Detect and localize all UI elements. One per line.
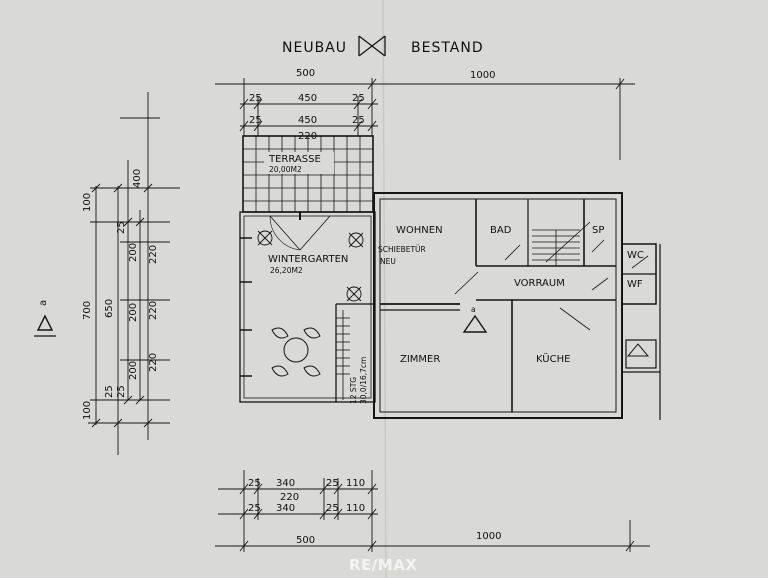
left-col-a-top: 100	[82, 193, 93, 212]
bottom-dimension-lines	[215, 470, 650, 552]
top-seg2-a: 25	[249, 115, 262, 126]
inner-section-marker: a	[462, 305, 488, 333]
sliding-door-sub: NEU	[380, 257, 396, 266]
bottom-seg2-a: 25	[248, 503, 261, 514]
bestand-walls	[373, 192, 661, 420]
legend-neubau: NEUBAU	[282, 40, 347, 56]
bowtie-symbol	[358, 35, 386, 57]
svg-text:a: a	[38, 300, 49, 306]
left-col-c-2: 220	[148, 301, 159, 320]
room-wf: WF	[627, 279, 643, 290]
top-seg1-c: 25	[352, 93, 365, 104]
left-col-a-mid: 25	[104, 385, 115, 398]
left-subtotal: 650	[104, 299, 115, 318]
left-col-b-2: 200	[128, 243, 139, 262]
room-vorraum: VORRAUM	[514, 278, 565, 289]
room-bad: BAD	[490, 225, 512, 236]
room-wc: WC	[627, 250, 644, 261]
room-zimmer: ZIMMER	[400, 354, 440, 365]
top-seg2-b: 450	[298, 115, 317, 126]
top-seg1-b: 450	[298, 93, 317, 104]
left-col-c-3: 220	[148, 353, 159, 372]
stair-dimension-label: 30,0/16,7cm	[359, 357, 368, 404]
paper-fold	[382, 0, 387, 578]
remax-logo: RE/MAX	[349, 556, 417, 574]
bottom-seg2-c: 25	[326, 503, 339, 514]
top-neubau-width: 500	[296, 68, 315, 79]
legend-bestand: BESTAND	[411, 40, 484, 56]
door-swings	[454, 239, 649, 331]
bottom-seg2-b: 340	[276, 503, 295, 514]
terrace-area: 20,00M2	[269, 165, 302, 174]
room-wohnen: WOHNEN	[396, 225, 443, 236]
left-total: 700	[82, 301, 93, 320]
terrace-label: TERRASSE	[268, 154, 321, 165]
bottom-seg1-b: 340	[276, 478, 295, 489]
left-outer-top: 400	[132, 169, 143, 188]
bottom-seg1-d: 110	[346, 478, 365, 489]
terrace-grid	[242, 135, 374, 213]
wintergarten-area: 26,20M2	[270, 266, 303, 275]
top-bestand-width: 1000	[470, 70, 495, 81]
bottom-bestand-width: 1000	[476, 531, 501, 542]
bottom-neubau-width: 500	[296, 535, 315, 546]
stair-steps	[336, 310, 350, 400]
left-col-c-1: 220	[148, 245, 159, 264]
dining-table-icon	[271, 327, 321, 377]
room-sp: SP	[592, 225, 604, 236]
left-col-b-5: 25	[116, 385, 127, 398]
interior-stair	[532, 221, 591, 266]
left-col-a-bottom: 100	[82, 401, 93, 420]
sliding-door-label: SCHIEBETÜR	[378, 245, 426, 254]
plant-icon	[257, 230, 273, 246]
top-seg2-c: 25	[352, 115, 365, 126]
svg-text:a: a	[471, 305, 476, 314]
top-dimension-lines	[215, 78, 635, 160]
stair-count-label: 12 STG	[349, 377, 358, 404]
left-dimension-lines	[88, 92, 180, 455]
wf-arrow-icon	[626, 343, 650, 357]
wintergarten-label: WINTERGARTEN	[268, 254, 348, 265]
left-section-marker: a	[34, 300, 56, 337]
bottom-seg2-d: 110	[346, 503, 365, 514]
plant-icon	[346, 286, 362, 302]
left-col-b-3: 200	[128, 303, 139, 322]
top-seg1-a: 25	[249, 93, 262, 104]
bottom-seg1-a: 25	[248, 478, 261, 489]
left-col-b-4: 200	[128, 361, 139, 380]
bottom-seg1-c: 25	[326, 478, 339, 489]
plant-icon	[348, 232, 364, 248]
bottom-inner: 220	[280, 492, 299, 503]
room-kueche: KÜCHE	[536, 352, 570, 365]
left-col-b-1: 25	[116, 221, 127, 234]
